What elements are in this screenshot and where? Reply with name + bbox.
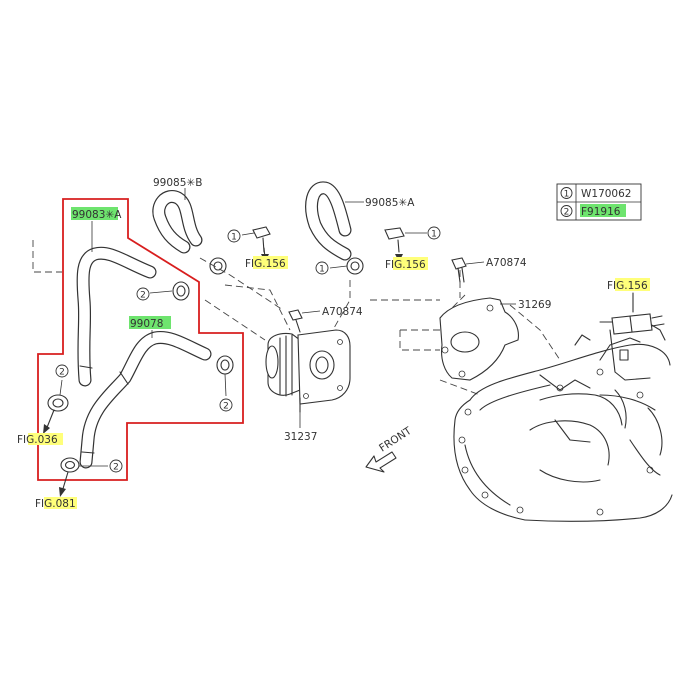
svg-text:1: 1 [431, 230, 437, 240]
legend-code-2: F91916 [581, 206, 621, 218]
callout-2-right: 2 [219, 398, 233, 412]
clamp-upper[interactable] [172, 281, 190, 301]
callout-1-a-right: 1 [427, 226, 441, 240]
svg-text:1: 1 [231, 233, 237, 243]
svg-text:2: 2 [113, 463, 119, 473]
clamp-left[interactable] [47, 379, 69, 412]
bolt-a70874-top[interactable] [451, 257, 467, 283]
label-fig156-c: FIG.156 [607, 280, 648, 292]
legend-num-2: 2 [564, 207, 570, 217]
clamp-bottom[interactable] [60, 457, 108, 473]
hose-99083a[interactable] [76, 246, 157, 387]
label-31269: 31269 [518, 299, 551, 311]
svg-text:2: 2 [140, 291, 146, 301]
label-fig156-b: FIG.156 [385, 259, 426, 271]
assembly-lines [32, 240, 561, 396]
selection-outline [37, 198, 244, 481]
label-a70874-mid: A70874 [322, 306, 363, 318]
front-arrow: FRONT [365, 425, 414, 473]
label-99085b: 99085✳B [153, 177, 202, 189]
oil-cooler-31237[interactable] [265, 329, 351, 413]
label-99078: 99078 [130, 318, 163, 330]
label-fig036: FIG.036 [17, 434, 58, 446]
clip-99085b[interactable] [252, 226, 271, 253]
bracket-31269[interactable] [439, 297, 519, 381]
label-fig081: FIG.081 [35, 498, 76, 510]
legend-table: 1 W170062 2 F91916 [556, 183, 642, 221]
label-99085a: 99085✳A [365, 197, 415, 209]
svg-text:1: 1 [319, 265, 325, 275]
callout-2-bottom: 2 [109, 459, 123, 473]
legend-code-1: W170062 [581, 188, 631, 200]
svg-text:2: 2 [59, 368, 65, 378]
hose-99078[interactable] [79, 330, 212, 469]
callout-1-b: 1 [227, 229, 241, 243]
hose-99085a[interactable] [305, 181, 352, 261]
clamp-99085a[interactable] [346, 257, 364, 275]
callout-2-upper: 2 [136, 287, 150, 301]
label-99083a: 99083✳A [72, 209, 122, 221]
label-a70874-top: A70874 [486, 257, 527, 269]
legend-num-1: 1 [564, 189, 570, 199]
clip-99085a[interactable] [384, 227, 405, 253]
callout-2-left: 2 [55, 364, 69, 378]
connector-fig156 [599, 313, 665, 335]
callout-1-a-left: 1 [315, 261, 329, 275]
label-fig156-a: FIG.156 [245, 258, 286, 270]
label-front: FRONT [377, 425, 414, 455]
hose-99085b[interactable] [152, 190, 203, 254]
clamp-right[interactable] [216, 355, 234, 397]
svg-text:2: 2 [223, 402, 229, 412]
label-31237: 31237 [284, 431, 317, 443]
bolt-a70874-mid[interactable] [288, 309, 303, 333]
